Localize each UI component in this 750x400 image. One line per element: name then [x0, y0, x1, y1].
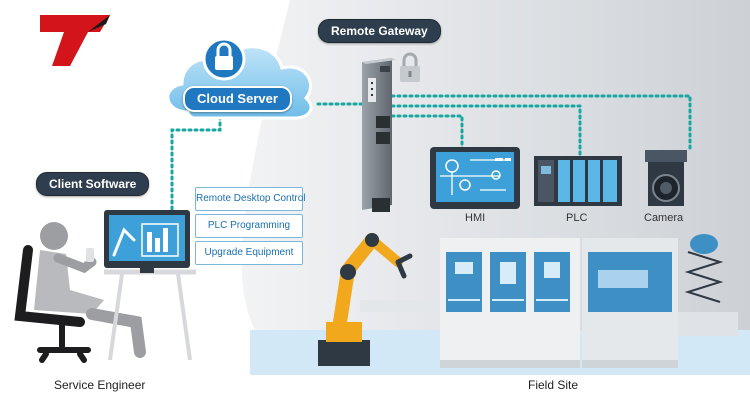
cloud-server-label: Cloud Server	[183, 86, 292, 112]
lock-icon	[202, 37, 246, 81]
client-software-label: Client Software	[36, 172, 150, 196]
connection-lines	[170, 94, 692, 217]
hmi-device-icon	[430, 147, 520, 209]
camera-icon	[645, 150, 687, 206]
service-plc-programming: PLC Programming	[195, 214, 303, 238]
gateway-device-icon	[362, 58, 396, 212]
service-upgrade-equipment: Upgrade Equipment	[195, 241, 303, 265]
service-engineer-figure	[14, 222, 196, 363]
camera-label: Camera	[644, 212, 684, 224]
service-engineer-label: Service Engineer	[54, 378, 146, 392]
hmi-label: HMI	[465, 212, 486, 224]
robot-arm-icon	[318, 233, 413, 366]
plc-label: PLC	[566, 212, 588, 224]
monitor-icon	[104, 210, 190, 273]
brand-logo	[40, 15, 110, 66]
plc-device-icon	[534, 156, 622, 206]
field-site-label: Field Site	[528, 378, 579, 392]
service-remote-desktop: Remote Desktop Control	[195, 187, 306, 211]
gateway-lock-icon	[400, 52, 420, 82]
field-site-machinery	[360, 234, 738, 368]
remote-gateway-label: Remote Gateway	[318, 19, 441, 43]
